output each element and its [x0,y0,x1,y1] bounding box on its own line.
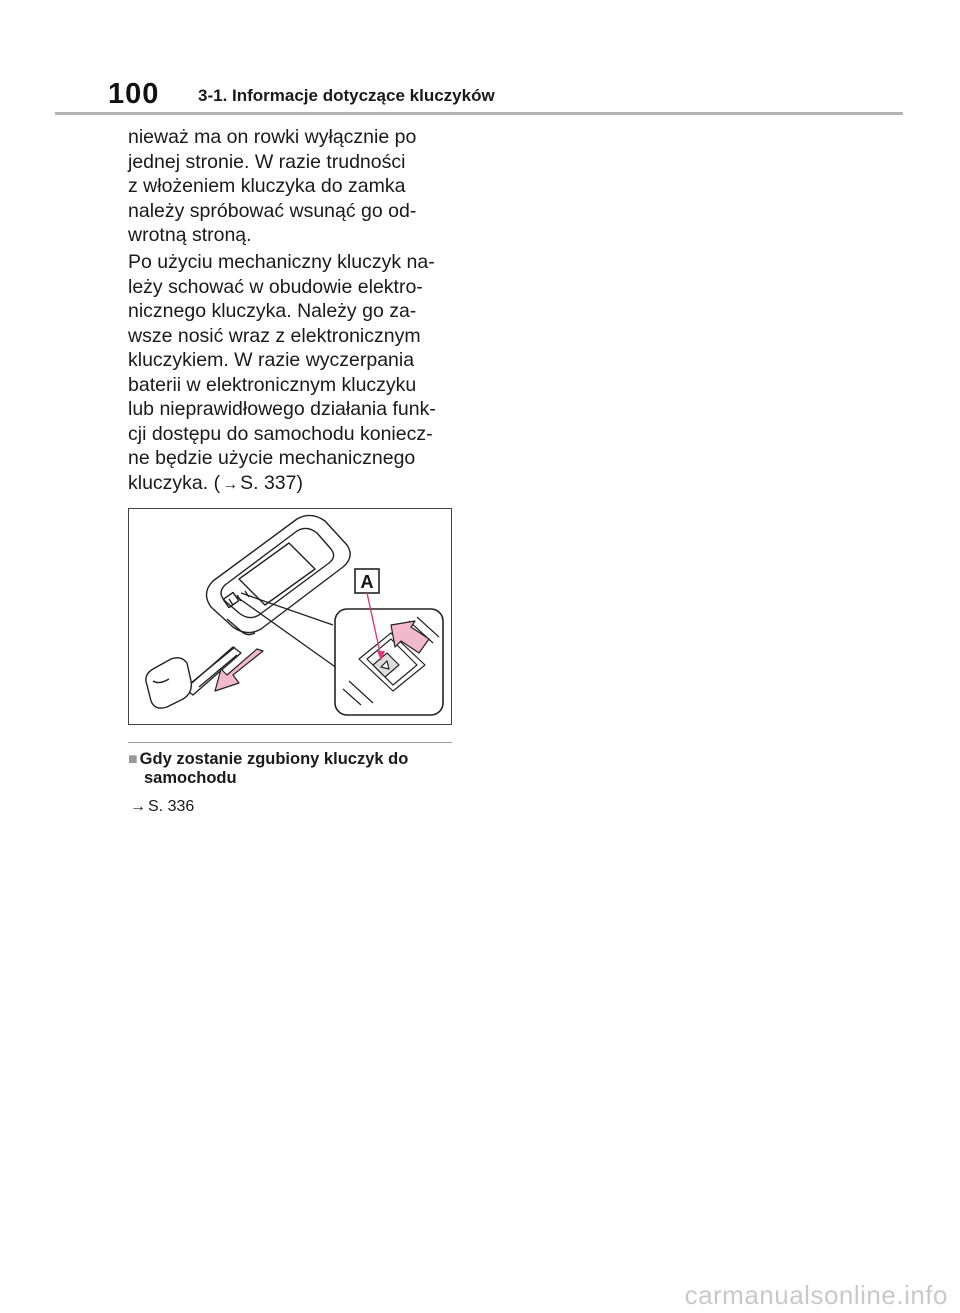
pull-direction-arrow-icon [214,648,264,692]
subsection-title-line1: Gdy zostanie zgubiony kluczyk do [139,750,409,768]
release-button-detail [342,616,440,706]
text-line: cji dostępu do samochodu koniecz- [128,422,433,445]
header-divider [55,112,903,115]
key-illustration: A [128,508,452,725]
page-reference[interactable]: S. 337) [240,471,303,494]
subsection-divider [128,742,452,743]
paragraph-1: nieważ ma on rowki wyłącznie po jednej s… [128,125,458,248]
mechanical-key-icon [145,646,242,709]
watermark: carmanualsonline.info [684,1280,948,1310]
subsection-title-line2: samochodu [144,769,237,787]
text-line: wrotną stroną. [128,224,252,246]
reference-arrow-icon: → [130,798,146,815]
text-line: baterii w elektronicznym kluczyku [128,373,417,396]
subsection-reference: →S. 336 [128,798,194,816]
paragraph-2: Po użyciu mechaniczny kluczyk na- leży s… [128,250,458,497]
reference-arrow-icon: → [222,475,239,493]
callout-label-box [354,568,380,594]
text-line: wsze nosić wraz z elektronicznym [128,324,421,347]
page-header: 100 3-1. Informacje dotyczące kluczyków [0,0,960,120]
page-number: 100 [108,78,160,110]
text-line: lub nieprawidłowego działania funk- [128,398,436,420]
smart-key-icon [205,514,351,636]
text-line: kluczykiem. W razie wyczerpania [128,349,415,371]
callout-pointer-line [366,592,382,658]
section-title: 3-1. Informacje dotyczące kluczyków [198,86,495,105]
subsection-heading: ■Gdy zostanie zgubiony kluczyk do samoch… [128,750,458,788]
square-bullet-icon: ■ [128,751,138,768]
push-direction-arrow-icon [390,620,430,654]
text-line: z włożeniem kluczyka do zamka [128,175,406,197]
text-line: należy spróbować wsunąć go od- [128,199,417,222]
page-reference[interactable]: S. 336 [148,798,195,815]
text-line: leży schować w obudowie elektro- [128,275,423,298]
text-line: Po użyciu mechaniczny kluczyk na- [128,251,435,273]
text-line: nieważ ma on rowki wyłącznie po [128,126,417,148]
callout-pointer-arrowhead-icon [377,651,385,661]
text-fragment: kluczyka. ( [128,471,221,494]
text-line: ne będzie użycie mechanicznego [128,447,416,469]
callout-label: A [361,572,374,592]
zoom-guide-lines [236,592,342,672]
text-line: jednej stronie. W razie trudności [128,150,406,173]
text-line: nicznego kluczyka. Należy go za- [128,300,417,322]
key-illustration-svg: A [145,514,444,716]
text-line-with-reference: kluczyka. (→S. 337) [128,471,458,498]
